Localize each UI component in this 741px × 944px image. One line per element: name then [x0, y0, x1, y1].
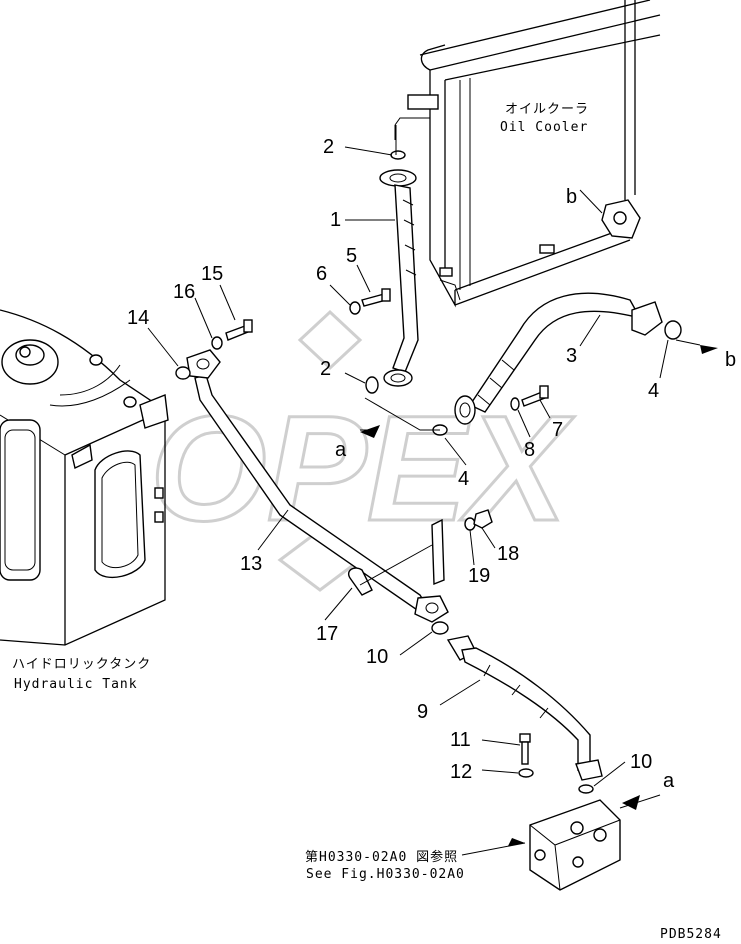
o-ring-2-upper — [390, 150, 406, 160]
callout-16: 16 — [173, 281, 195, 303]
callout-1: 1 — [330, 209, 341, 231]
arrow-a-lower — [622, 795, 640, 810]
ref-a-upper: a — [335, 439, 347, 461]
callout-5: 5 — [346, 245, 357, 267]
callout-12: 12 — [450, 761, 472, 783]
washer-12 — [518, 768, 534, 778]
bolt-5 — [361, 288, 391, 307]
callout-10-lower: 10 — [630, 751, 652, 773]
callout-17: 17 — [316, 623, 338, 645]
callout-2-upper: 2 — [323, 136, 334, 158]
washer-8 — [510, 397, 520, 411]
washer-6 — [349, 301, 361, 315]
see-fig-label-en: See Fig.H0330-02A0 — [306, 867, 465, 882]
ref-b-cooler: b — [566, 186, 577, 208]
bolt-15 — [225, 319, 253, 341]
callout-7: 7 — [552, 419, 563, 441]
o-ring-2-lower — [365, 376, 379, 394]
callout-9: 9 — [417, 701, 428, 723]
callout-18: 18 — [497, 543, 519, 565]
arrow-see-fig — [508, 838, 525, 846]
o-ring-10-upper — [431, 621, 449, 635]
callout-19: 19 — [468, 565, 490, 587]
ref-a-lower: a — [663, 770, 675, 792]
hydraulic-tank — [0, 309, 169, 646]
tube-13 — [186, 349, 449, 623]
bracket — [359, 518, 445, 586]
o-ring-10-lower — [578, 784, 594, 794]
oil-cooler-label-en: Oil Cooler — [500, 120, 588, 135]
callout-2-lower: 2 — [320, 358, 331, 380]
callout-10-upper: 10 — [366, 646, 388, 668]
hose-1 — [379, 169, 419, 387]
see-fig-label-jp: 第H0330-02A0 図参照 — [305, 849, 458, 865]
hose-3 — [454, 292, 663, 425]
oil-cooler-label-jp: オイルクーラ — [505, 102, 589, 117]
callout-8: 8 — [524, 439, 535, 461]
washer-16 — [211, 336, 223, 350]
hose-9 — [446, 635, 603, 781]
callout-4-right: 4 — [648, 380, 659, 402]
callout-15: 15 — [201, 263, 223, 285]
callout-3: 3 — [566, 345, 577, 367]
callout-13: 13 — [240, 553, 262, 575]
arrow-a-upper — [360, 425, 380, 438]
leader-lines — [147, 125, 701, 856]
drawing-code: PDB5284 — [660, 927, 722, 942]
hyd-tank-label-jp: ハイドロリックタンク — [12, 657, 151, 672]
ref-b-right: b — [725, 349, 736, 371]
o-ring-4-right — [664, 320, 682, 340]
callout-4-left: 4 — [458, 468, 469, 490]
o-ring-14 — [175, 366, 191, 380]
clamp-17 — [348, 567, 373, 596]
callout-11: 11 — [450, 729, 471, 751]
hyd-tank-label-en: Hydraulic Tank — [14, 677, 138, 692]
bolt-11 — [519, 733, 531, 765]
oil-cooler — [394, 0, 661, 308]
arrow-b — [700, 345, 718, 354]
nut-18 — [473, 509, 493, 529]
bolt-7 — [521, 385, 549, 407]
callout-6: 6 — [316, 263, 327, 285]
valve-block — [529, 799, 621, 891]
callout-14: 14 — [127, 307, 149, 329]
